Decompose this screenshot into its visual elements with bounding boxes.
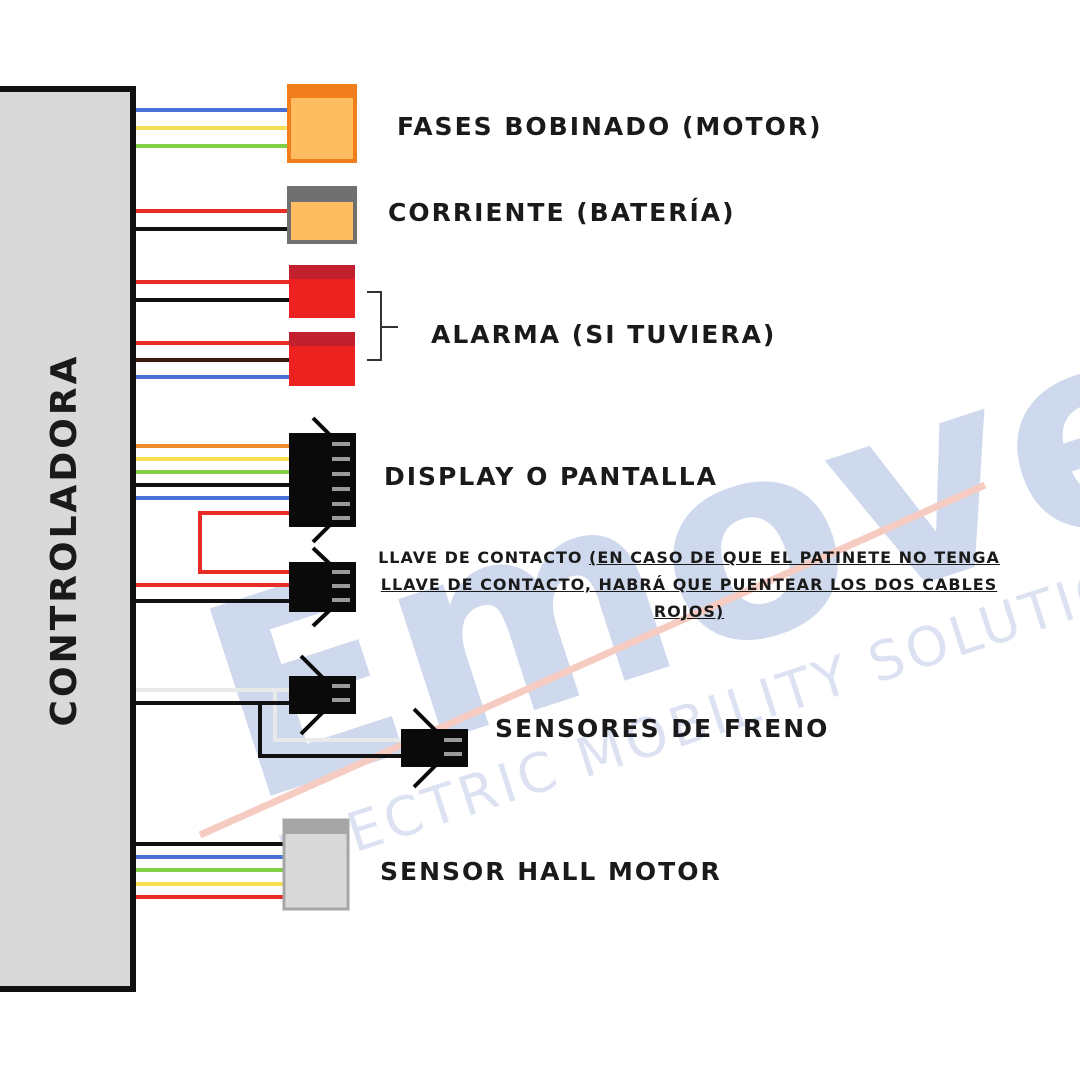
label-corriente: CORRIENTE (BATERÍA) bbox=[388, 198, 736, 227]
wire-brake-black-2 bbox=[258, 703, 402, 758]
label-fases: FASES BOBINADO (MOTOR) bbox=[397, 112, 823, 141]
wire-key-red-loop bbox=[198, 511, 290, 574]
label-hall: SENSOR HALL MOTOR bbox=[380, 857, 722, 886]
connector-brake-1 bbox=[289, 654, 356, 736]
controller-label: CONTROLADORA bbox=[44, 354, 85, 727]
watermark-underline bbox=[198, 481, 987, 839]
connector-hall bbox=[282, 818, 350, 911]
connector-key bbox=[289, 546, 356, 628]
label-llave-plain: LLAVE DE CONTACTO bbox=[378, 548, 590, 567]
alarm-bracket bbox=[367, 291, 398, 361]
connector-power bbox=[287, 186, 357, 244]
connectors bbox=[282, 84, 468, 911]
label-llave-note: (EN CASO DE QUE EL PATINETE NO TENGA LLA… bbox=[380, 548, 1000, 621]
wire-brake-white-2 bbox=[273, 690, 402, 742]
controller-box bbox=[0, 86, 136, 992]
label-display: DISPLAY O PANTALLA bbox=[384, 462, 718, 491]
connector-alarm-2 bbox=[289, 332, 355, 386]
label-freno: SENSORES DE FRENO bbox=[495, 714, 830, 743]
wires bbox=[134, 108, 402, 899]
connector-brake-2 bbox=[401, 707, 468, 789]
connector-phases bbox=[287, 84, 357, 163]
connector-alarm-1 bbox=[289, 265, 355, 318]
label-llave: LLAVE DE CONTACTO (EN CASO DE QUE EL PAT… bbox=[378, 544, 1000, 625]
connector-display bbox=[289, 416, 356, 544]
label-alarma: ALARMA (SI TUVIERA) bbox=[431, 320, 777, 349]
